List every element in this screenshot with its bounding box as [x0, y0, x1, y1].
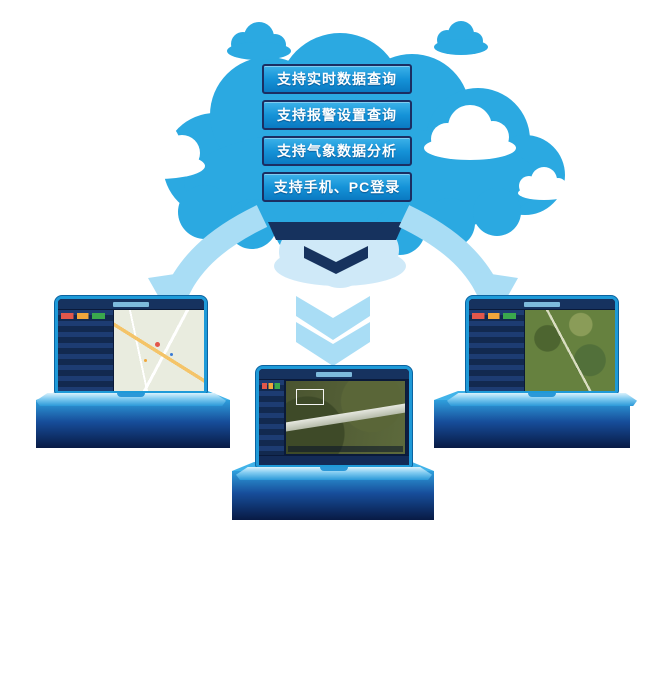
banner-label: 支持手机、PC登录 [273, 179, 401, 195]
laptop-right-screen-sidebar [469, 310, 525, 391]
laptop-center-base [236, 467, 432, 480]
banner-label: 支持气象数据分析 [277, 143, 397, 159]
laptop-right-screen-header [469, 299, 615, 310]
banner-base-ribbon [268, 222, 404, 240]
laptop-center-screen-video-feed [285, 380, 406, 455]
laptop-center-screen-header [259, 369, 409, 380]
banner-alarm-settings-query: 支持报警设置查询 [262, 100, 412, 130]
laptop-center-screen-sidebar [259, 380, 285, 465]
laptop-center [236, 366, 432, 480]
cloud-white-far-right [518, 167, 570, 200]
laptop-left [36, 296, 226, 406]
laptop-left-screen-sidebar [58, 310, 114, 391]
laptop-center-screen-bottom-bar [259, 455, 409, 465]
banner-mobile-pc-login: 支持手机、PC登录 [262, 172, 412, 202]
laptop-right-screen [466, 296, 618, 393]
laptop-left-screen-header [58, 299, 204, 310]
laptop-right [447, 296, 637, 406]
banner-weather-data-analysis: 支持气象数据分析 [262, 136, 412, 166]
banner-label: 支持报警设置查询 [277, 107, 397, 123]
video-info-strip [288, 446, 403, 452]
cloud-white-right [424, 105, 516, 160]
feature-banners: 支持实时数据查询 支持报警设置查询 支持气象数据分析 支持手机、PC登录 [262, 64, 412, 202]
cloud-white-left [111, 121, 205, 179]
laptop-center-screen [256, 366, 412, 467]
banner-label: 支持实时数据查询 [277, 71, 397, 87]
laptop-right-base [447, 393, 637, 406]
laptop-left-screen [55, 296, 207, 393]
cloud-small-top-left [227, 22, 291, 60]
cloud-small-top-right [434, 21, 488, 55]
laptop-left-screen-map [114, 310, 204, 391]
down-arrows-icon [304, 246, 368, 274]
laptop-right-screen-satellite-map [525, 310, 615, 391]
arrow-center-icon [296, 296, 370, 366]
banner-realtime-data-query: 支持实时数据查询 [262, 64, 412, 94]
laptop-left-base [36, 393, 226, 406]
